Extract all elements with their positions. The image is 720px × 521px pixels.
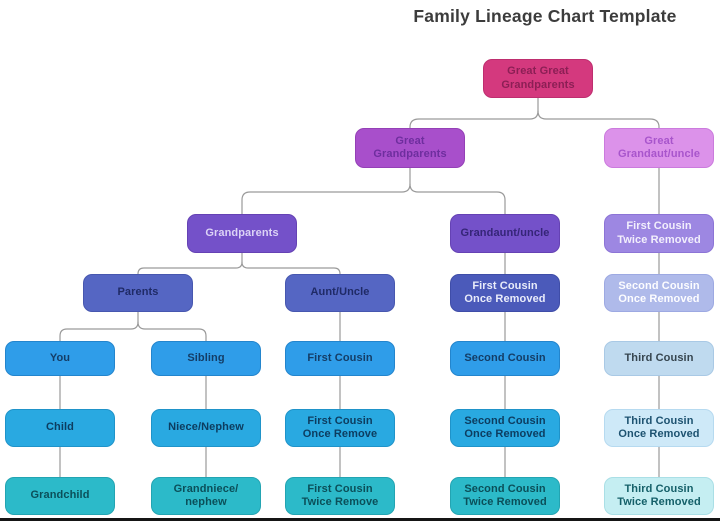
screenshot-bottom-edge [0, 518, 720, 521]
node-label: Third Cousin Twice Removed [617, 482, 701, 508]
node-parents[interactable]: Parents [83, 274, 193, 312]
node-first-cousin-twice-remove[interactable]: First Cousin Twice Remove [285, 477, 395, 515]
node-first-cousin[interactable]: First Cousin [285, 341, 395, 376]
node-second-cousin[interactable]: Second Cousin [450, 341, 560, 376]
node-label: Sibling [187, 351, 225, 364]
node-label: First Cousin Once Removed [464, 279, 546, 305]
node-label: Second Cousin Once Removed [464, 414, 546, 440]
page-title: Family Lineage Chart Template [413, 6, 677, 26]
node-label: First Cousin [307, 351, 373, 364]
node-label: Third Cousin Once Removed [618, 414, 700, 440]
node-label: Second Cousin Once Removed [618, 279, 700, 305]
node-grandparents[interactable]: Grandparents [187, 214, 297, 253]
node-second-cousin-twice-removed[interactable]: Second Cousin Twice Removed [450, 477, 560, 515]
node-second-cousin-once-removed-lower[interactable]: Second Cousin Once Removed [450, 409, 560, 447]
node-label: Niece/Nephew [168, 421, 244, 434]
node-grandaunt-uncle[interactable]: Grandaunt/uncle [450, 214, 560, 253]
node-label: Parents [117, 286, 159, 299]
node-great-great-grandparents[interactable]: Great Great Grandparents [483, 59, 593, 98]
node-label: Second Cousin Twice Removed [463, 482, 547, 508]
node-third-cousin[interactable]: Third Cousin [604, 341, 714, 376]
node-label: Grandaunt/uncle [460, 226, 550, 239]
node-first-cousin-once-removed[interactable]: First Cousin Once Removed [450, 274, 560, 312]
node-aunt-uncle[interactable]: Aunt/Uncle [285, 274, 395, 312]
node-label: Grandchild [30, 489, 90, 502]
node-child[interactable]: Child [5, 409, 115, 447]
node-niece-nephew[interactable]: Niece/Nephew [151, 409, 261, 447]
node-great-grandaut-uncle[interactable]: Great Grandaut/uncle [604, 128, 714, 168]
node-you[interactable]: You [5, 341, 115, 376]
node-label: Grandparents [205, 226, 279, 239]
node-great-grandparents[interactable]: Great Grandparents [355, 128, 465, 168]
node-label: First Cousin Twice Remove [301, 482, 379, 508]
node-sibling[interactable]: Sibling [151, 341, 261, 376]
node-second-cousin-once-removed[interactable]: Second Cousin Once Removed [604, 274, 714, 312]
node-label: Third Cousin [624, 351, 694, 364]
node-third-cousin-once-removed[interactable]: Third Cousin Once Removed [604, 409, 714, 447]
node-label: Grandniece/ nephew [173, 482, 239, 508]
node-label: Great Grandaut/uncle [617, 134, 701, 160]
node-label: Child [46, 421, 74, 434]
node-first-cousin-twice-removed[interactable]: First Cousin Twice Removed [604, 214, 714, 253]
node-label: You [49, 351, 71, 364]
node-label: First Cousin Twice Removed [617, 220, 701, 246]
node-third-cousin-twice-removed[interactable]: Third Cousin Twice Removed [604, 477, 714, 515]
node-label: Great Great Grandparents [501, 65, 575, 91]
node-label: Great Grandparents [373, 134, 447, 160]
node-grandchild[interactable]: Grandchild [5, 477, 115, 515]
node-label: First Cousin Once Remove [302, 414, 378, 440]
node-label: Second Cousin [464, 351, 546, 364]
node-first-cousin-once-remove[interactable]: First Cousin Once Remove [285, 409, 395, 447]
node-grandniece-nephew[interactable]: Grandniece/ nephew [151, 477, 261, 515]
node-label: Aunt/Uncle [310, 286, 370, 299]
